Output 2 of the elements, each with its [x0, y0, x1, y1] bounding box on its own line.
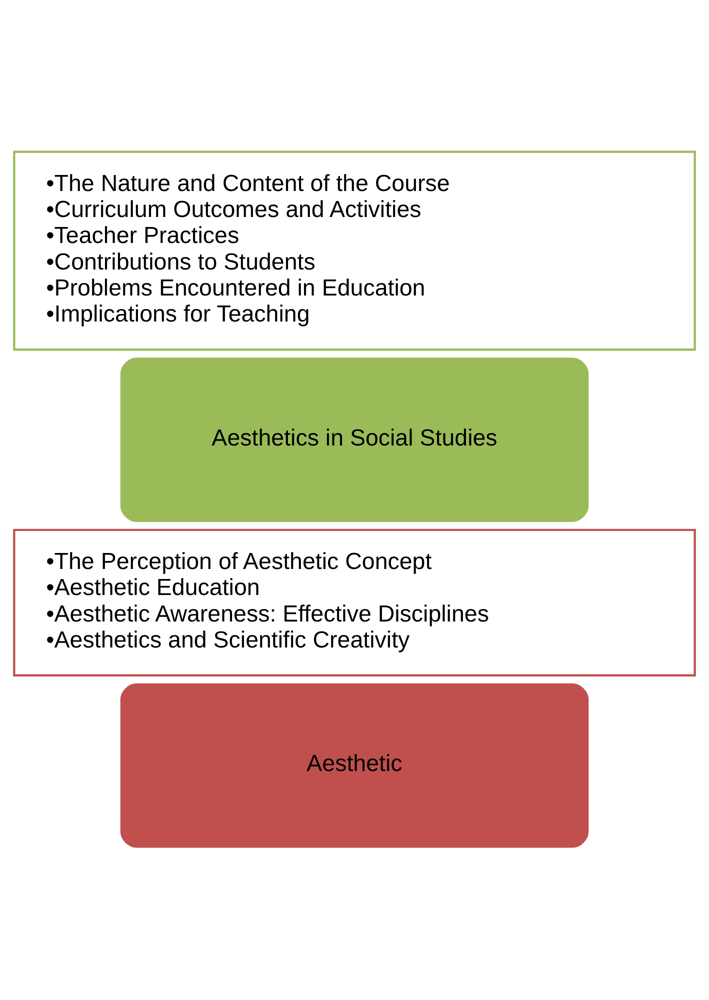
node-box: •The Nature and Content of the Course •Curriculum Outcomes and Activities •Teacher Practices •Contributions to Students •Problems Encountered in Education •Implications for Teaching: [13, 150, 696, 350]
node-box: •The Perception of Aesthetic Concept •Aesthetic Education •Aesthetic Awareness: Effective Disciplines •Aesthetics and Scientific Creativity: [13, 528, 696, 676]
